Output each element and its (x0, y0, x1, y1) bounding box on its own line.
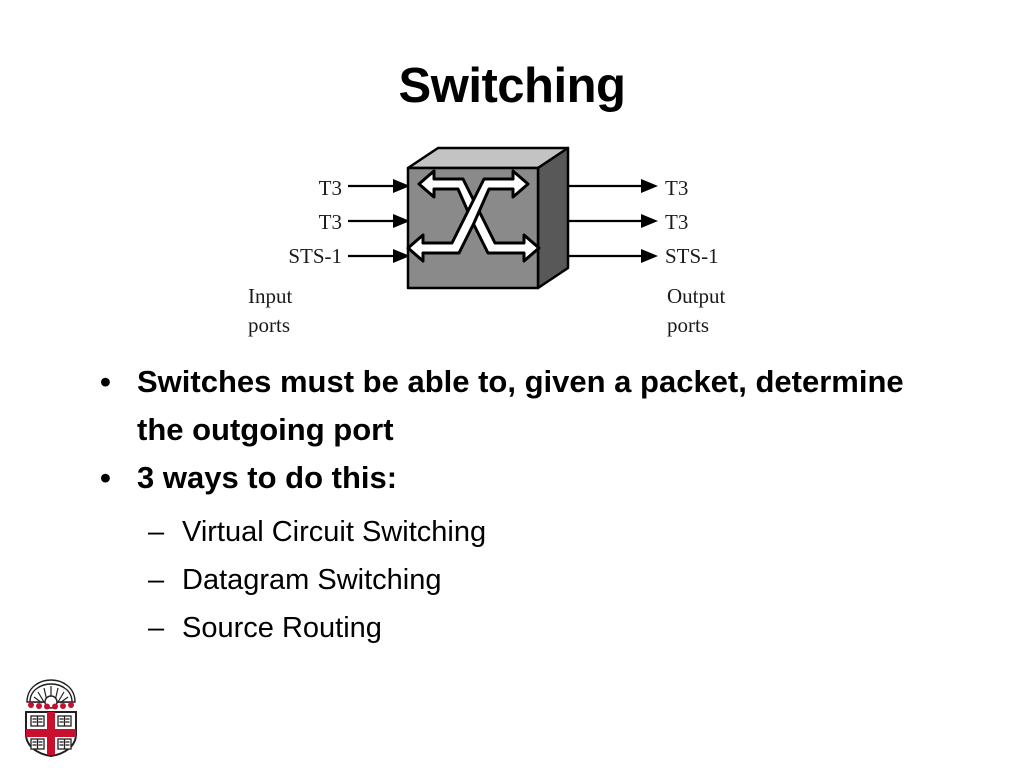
input-port-labels: T3 T3 STS-1 (230, 176, 342, 278)
input-ports-caption-line1: Input (248, 284, 293, 308)
bullet-marker: • (100, 460, 111, 495)
input-port-label: T3 (318, 210, 342, 234)
shield-books (30, 715, 72, 750)
sub-bullet-item: – Source Routing (96, 604, 976, 652)
sub-bullet-item: – Virtual Circuit Switching (96, 508, 976, 556)
bullet-text: 3 ways to do this: (137, 460, 398, 495)
arrow-ne-sw (406, 169, 530, 263)
book-icon (30, 715, 45, 727)
crest-beads (28, 702, 74, 710)
sub-bullet-text: Datagram Switching (182, 564, 442, 596)
sub-bullet-item: – Datagram Switching (96, 556, 976, 604)
switch-box-side-face (536, 146, 570, 290)
switch-diagram: T3 T3 STS-1 T3 T3 STS-1 Input ports Outp… (230, 140, 790, 340)
output-arrowheads (641, 179, 658, 263)
shield-cross (26, 712, 76, 755)
sub-bullet-marker: – (148, 516, 165, 548)
cross-connect-arrows (406, 169, 541, 263)
input-ports-caption: Input ports (248, 282, 292, 340)
bullet-item: • 3 ways to do this: (96, 454, 976, 502)
book-icon (57, 738, 72, 750)
output-port-label: T3 (665, 210, 689, 234)
book-icon (30, 738, 45, 750)
switch-box-graphic (348, 146, 658, 290)
output-ports-caption-line1: Output (667, 284, 726, 308)
sub-bullet-text: Virtual Circuit Switching (182, 516, 487, 548)
sub-bullet-marker: – (148, 564, 165, 596)
input-connector-lines (348, 184, 400, 258)
bullet-marker: • (100, 364, 111, 399)
sub-bullet-marker: – (148, 612, 165, 644)
input-port-label: T3 (318, 176, 342, 200)
sub-bullet-text: Source Routing (182, 612, 382, 644)
arrow-nw-se (417, 169, 541, 263)
output-ports-caption: Output ports (667, 282, 725, 340)
bullet-list: • Switches must be able to, given a pack… (96, 358, 976, 652)
input-ports-caption-line2: ports (248, 313, 290, 337)
input-arrowheads (393, 179, 410, 263)
output-port-label: T3 (665, 176, 689, 200)
output-connector-lines (563, 184, 648, 258)
brown-university-logo (16, 676, 86, 758)
bullet-item: • Switches must be able to, given a pack… (96, 358, 976, 454)
bullet-text: Switches must be able to, given a packet… (137, 364, 904, 447)
output-ports-caption-line2: ports (667, 313, 709, 337)
output-port-labels: T3 T3 STS-1 (665, 176, 790, 278)
sun-crest-icon (26, 679, 76, 709)
input-port-label: STS-1 (288, 244, 342, 268)
shield-icon (25, 679, 77, 758)
output-port-label: STS-1 (665, 244, 719, 268)
sub-bullet-list: – Virtual Circuit Switching – Datagram S… (96, 508, 976, 652)
page-title: Switching (398, 59, 626, 113)
book-icon (57, 715, 72, 727)
